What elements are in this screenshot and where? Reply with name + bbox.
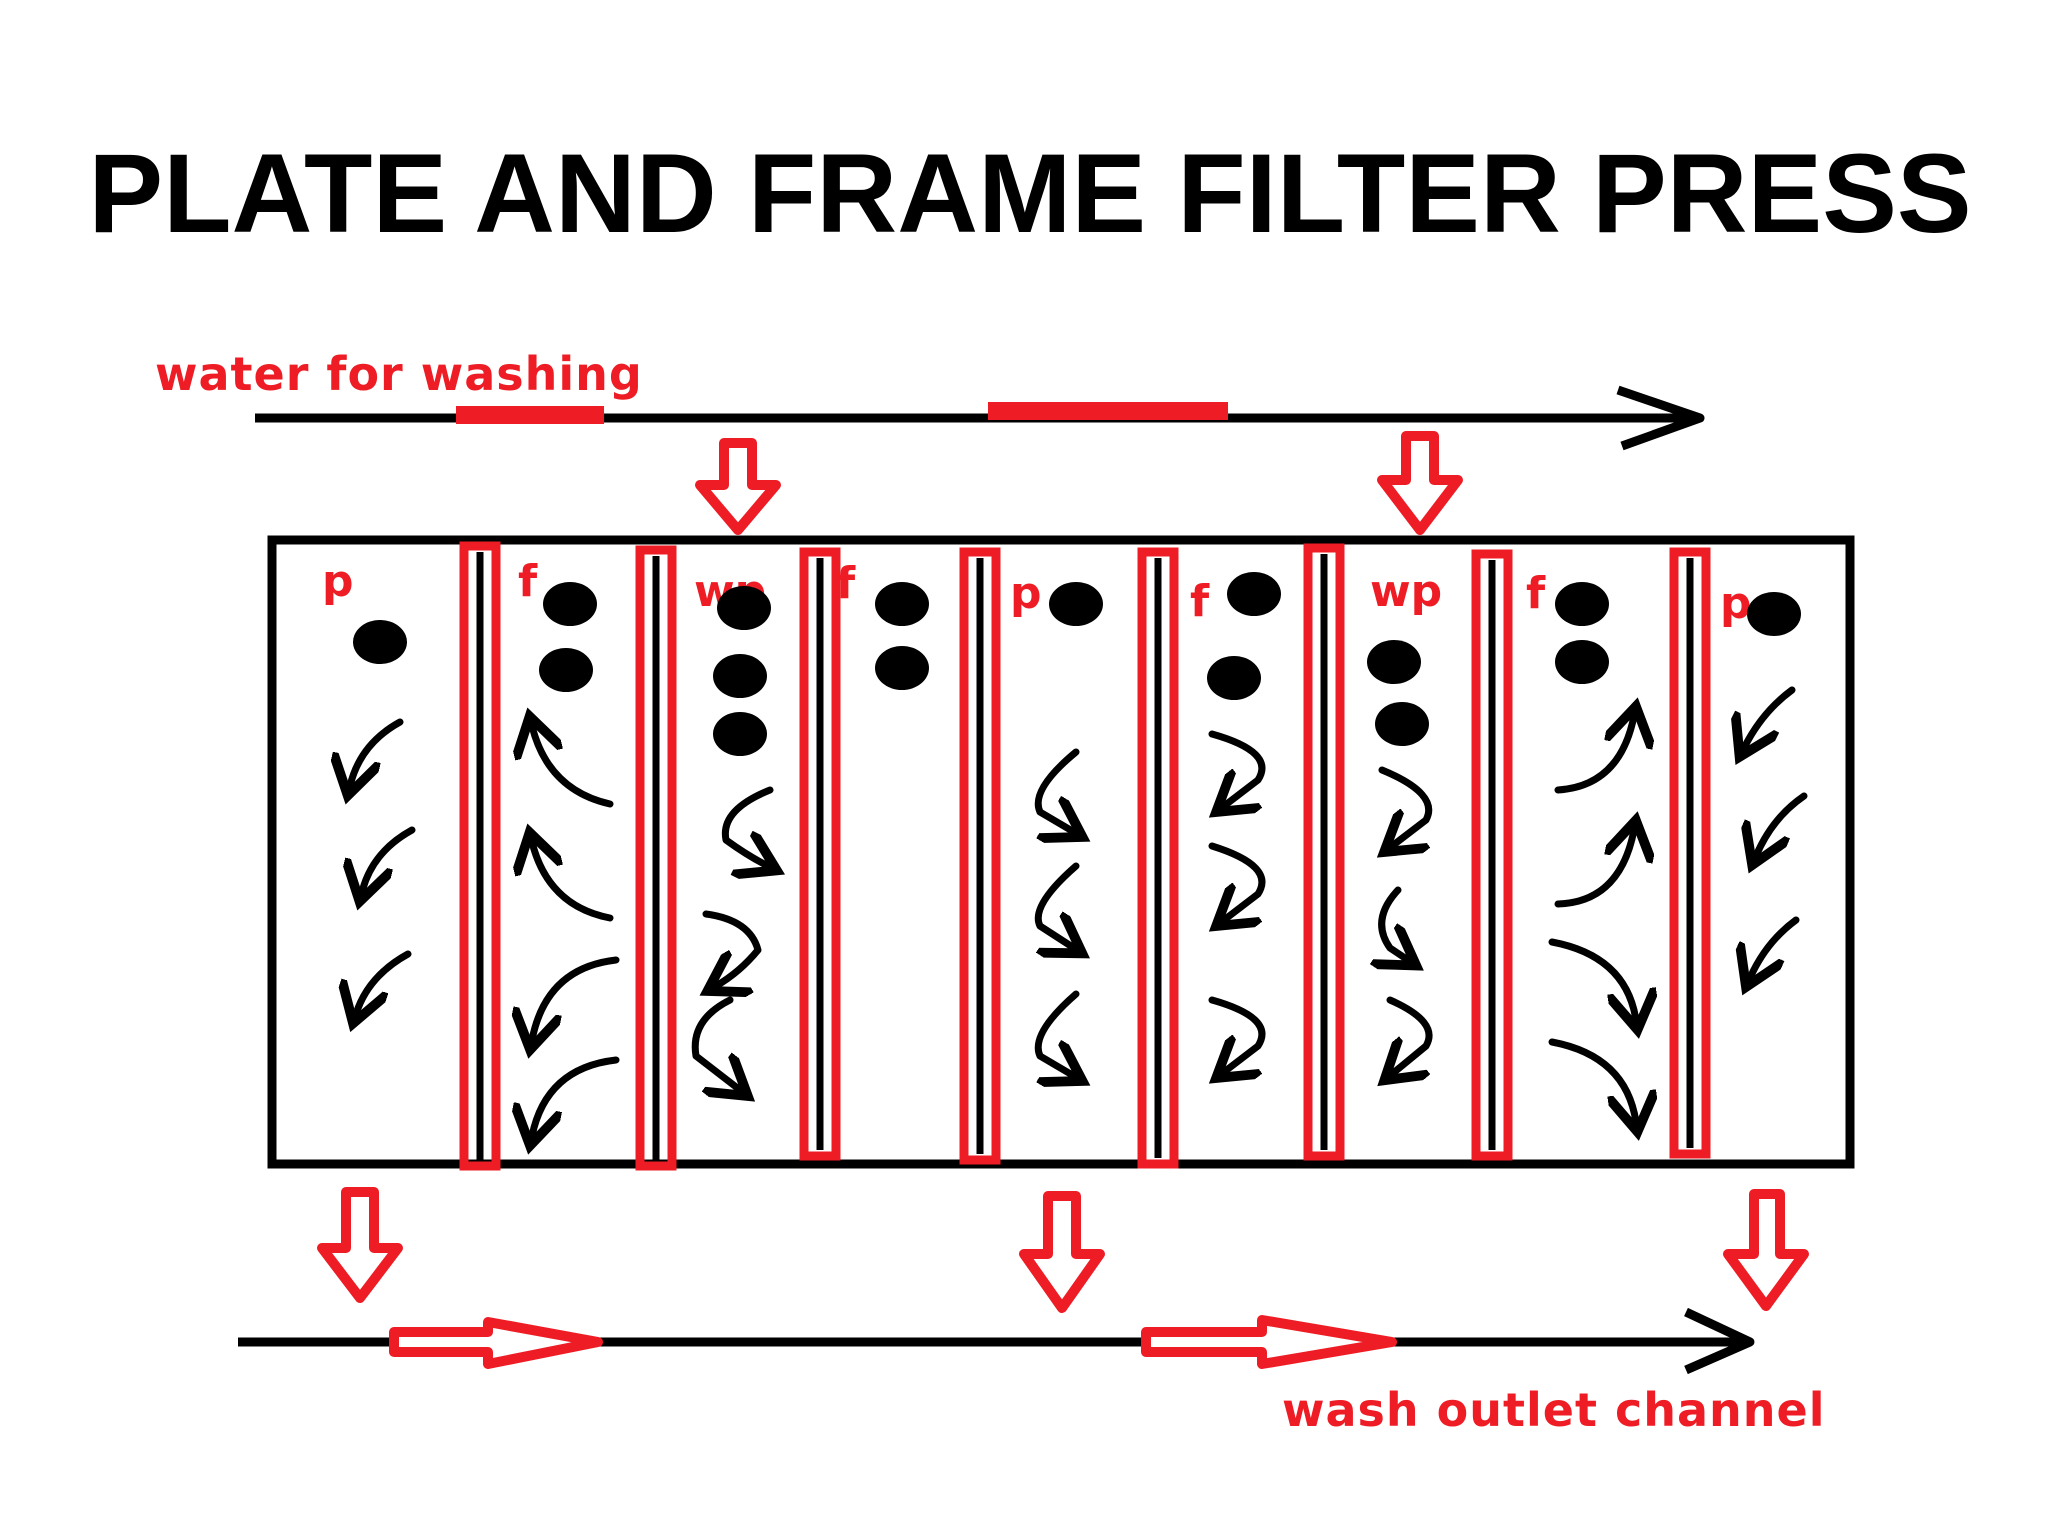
wash-water-inlet-line [255,385,1705,451]
chamber-label: p [322,556,354,607]
chamber-label: f [836,558,856,609]
chamber-label: f [1190,576,1210,627]
chamber-label: wp [1370,566,1442,617]
chamber-label: f [518,556,538,607]
page-title: PLATE AND FRAME FILTER PRESS [88,131,1971,256]
outlet-down-arrow-icon [317,1187,403,1303]
outlet-down-arrow-icon [1019,1191,1105,1313]
chamber-label: p [1010,568,1042,619]
outlet-down-arrow-icon [1723,1189,1809,1311]
wash-outlet-label: wash outlet channel [1282,1383,1826,1437]
chamber-label: f [1526,568,1546,619]
inlet-down-arrow-icon [1377,431,1463,535]
inlet-down-arrow-icon [695,438,781,535]
chamber-label: p [1720,578,1752,629]
wash-water-label: water for washing [155,347,643,401]
filter-press-body [267,535,1855,1169]
plate-separators [459,541,1711,1171]
wash-outlet-line [238,1307,1755,1375]
flow-arrows [350,686,1808,1136]
port-dots [353,572,1801,756]
